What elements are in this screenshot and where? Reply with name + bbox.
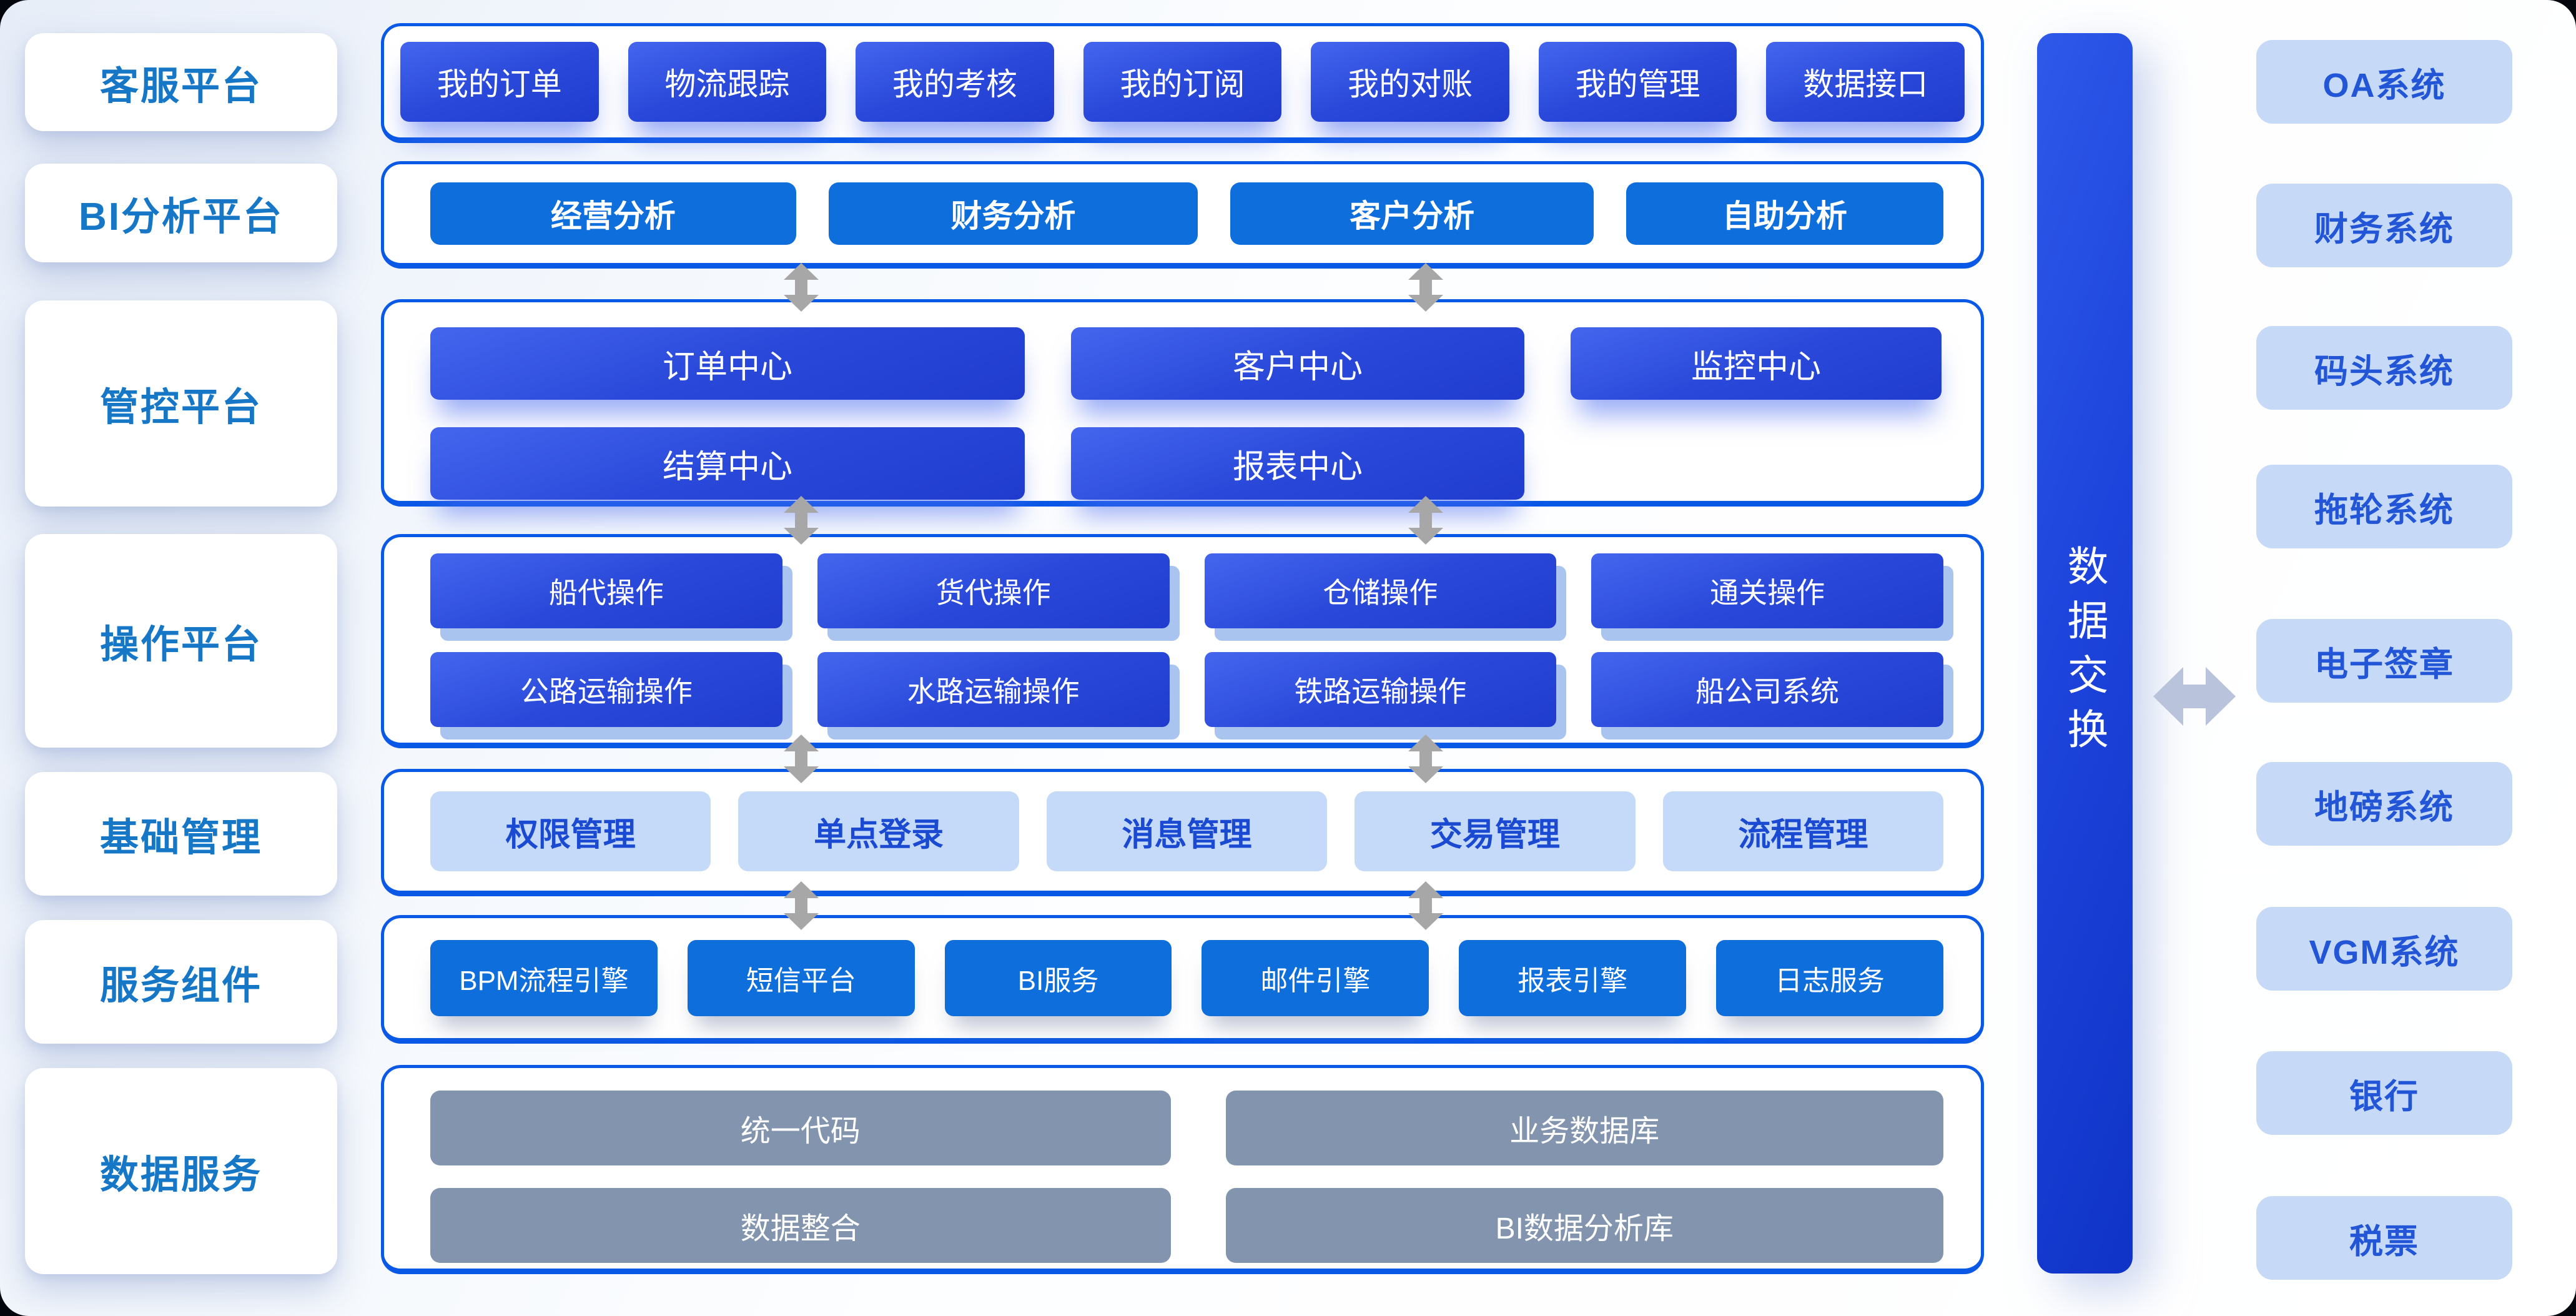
button-settlement-center: 结算中心 — [430, 427, 1025, 500]
sidebar-label: 服务组件 — [99, 964, 262, 1007]
button-my-management: 我的管理 — [1538, 42, 1737, 122]
button-data-interface: 数据接口 — [1766, 42, 1965, 122]
double-vertical-arrow-icon — [784, 496, 819, 545]
sidebar-item-control-platform: 管控平台 — [25, 300, 337, 507]
external-system-weighbridge: 地磅系统 — [2256, 762, 2512, 846]
chip-process-management: 流程管理 — [1662, 791, 1944, 871]
button-bi-analysis-database: BI数据分析库 — [1225, 1188, 1943, 1263]
button-customs-clearance-operation: 通关操作 — [1591, 553, 1943, 628]
button-mail-engine: 邮件引擎 — [1202, 940, 1429, 1016]
sidebar-label: 基础管理 — [99, 816, 262, 859]
button-freight-forwarding-operation: 货代操作 — [817, 553, 1170, 628]
button-financial-analysis: 财务分析 — [828, 182, 1198, 245]
button-monitoring-center: 监控中心 — [1571, 327, 1942, 400]
sidebar-item-bi-analysis-platform: BI分析平台 — [25, 164, 337, 262]
double-vertical-arrow-icon — [1408, 881, 1443, 930]
button-customer-analysis: 客户分析 — [1230, 182, 1594, 245]
double-vertical-arrow-icon — [784, 881, 819, 930]
button-my-subscription: 我的订阅 — [1083, 42, 1282, 122]
sidebar-label: 管控平台 — [99, 386, 262, 429]
external-system-vgm: VGM系统 — [2256, 907, 2512, 991]
data-exchange-bar: 数据交换 — [2037, 33, 2133, 1274]
external-system-label: 税票 — [2349, 1222, 2419, 1260]
external-system-label: 拖轮系统 — [2314, 491, 2454, 529]
external-system-label: VGM系统 — [2309, 933, 2460, 971]
button-business-database: 业务数据库 — [1225, 1091, 1943, 1165]
button-bi-service: BI服务 — [944, 940, 1172, 1016]
button-shipping-company-system: 船公司系统 — [1591, 652, 1943, 727]
sidebar-item-basic-management: 基础管理 — [25, 772, 337, 896]
external-system-label: 电子签章 — [2314, 645, 2454, 683]
chip-single-sign-on: 单点登录 — [738, 791, 1019, 871]
button-my-orders: 我的订单 — [400, 42, 599, 122]
button-bpm-process-engine: BPM流程引擎 — [430, 940, 658, 1016]
sidebar-label: BI分析平台 — [78, 195, 284, 239]
button-order-center: 订单中心 — [430, 327, 1025, 400]
button-logistics-tracking: 物流跟踪 — [628, 42, 827, 122]
button-unified-code: 统一代码 — [430, 1091, 1171, 1165]
external-system-finance: 财务系统 — [2256, 184, 2512, 267]
button-road-transport-operation: 公路运输操作 — [430, 652, 782, 727]
double-vertical-arrow-icon — [1408, 263, 1443, 312]
double-vertical-arrow-icon — [1408, 735, 1443, 783]
sidebar-item-data-services: 数据服务 — [25, 1068, 337, 1274]
button-log-service: 日志服务 — [1716, 940, 1943, 1016]
sidebar-item-operation-platform: 操作平台 — [25, 534, 337, 748]
double-horizontal-arrow-icon — [2153, 667, 2236, 726]
external-system-label: 银行 — [2349, 1077, 2419, 1116]
button-my-assessment: 我的考核 — [856, 42, 1054, 122]
external-system-tax-invoice: 税票 — [2256, 1196, 2512, 1280]
button-report-center: 报表中心 — [1071, 427, 1524, 500]
external-system-bank: 银行 — [2256, 1051, 2512, 1135]
external-system-label: 地磅系统 — [2314, 788, 2454, 826]
panel-service-components: BPM流程引擎 短信平台 BI服务 邮件引擎 报表引擎 日志服务 — [381, 915, 1984, 1044]
panel-customer-service: 我的订单 物流跟踪 我的考核 我的订阅 我的对账 我的管理 数据接口 — [381, 23, 1984, 143]
panel-bi-analysis: 经营分析 财务分析 客户分析 自助分析 — [381, 161, 1984, 269]
panel-data-services: 统一代码 业务数据库 数据整合 BI数据分析库 — [381, 1065, 1984, 1274]
external-system-label: 码头系统 — [2314, 352, 2454, 390]
button-sms-platform: 短信平台 — [687, 940, 915, 1016]
external-system-oa: OA系统 — [2256, 40, 2512, 124]
external-system-terminal: 码头系统 — [2256, 326, 2512, 410]
data-exchange-label: 数据交换 — [2061, 545, 2108, 762]
button-my-reconciliation: 我的对账 — [1311, 42, 1509, 122]
external-system-tugboat: 拖轮系统 — [2256, 465, 2512, 548]
button-water-transport-operation: 水路运输操作 — [817, 652, 1170, 727]
sidebar-label: 操作平台 — [99, 623, 262, 666]
button-data-integration: 数据整合 — [430, 1188, 1171, 1263]
sidebar-item-service-components: 服务组件 — [25, 920, 337, 1044]
button-rail-transport-operation: 铁路运输操作 — [1204, 652, 1557, 727]
chip-permission-management: 权限管理 — [430, 791, 711, 871]
double-vertical-arrow-icon — [1408, 496, 1443, 545]
button-report-engine: 报表引擎 — [1459, 940, 1687, 1016]
external-system-label: 财务系统 — [2314, 210, 2454, 248]
double-vertical-arrow-icon — [784, 735, 819, 783]
external-system-e-signature: 电子签章 — [2256, 619, 2512, 703]
button-warehouse-operation: 仓储操作 — [1204, 553, 1557, 628]
sidebar-label: 数据服务 — [99, 1154, 262, 1197]
button-customer-center: 客户中心 — [1071, 327, 1524, 400]
panel-control-platform: 订单中心 客户中心 监控中心 结算中心 报表中心 — [381, 299, 1984, 507]
external-system-label: OA系统 — [2322, 66, 2446, 104]
double-vertical-arrow-icon — [784, 263, 819, 312]
chip-message-management: 消息管理 — [1046, 791, 1328, 871]
panel-operation-platform: 船代操作 货代操作 仓储操作 通关操作 公路运输操作 水路运输操作 铁路运输操作… — [381, 534, 1984, 748]
button-self-service-analysis: 自助分析 — [1626, 182, 1943, 245]
button-ship-agency-operation: 船代操作 — [430, 553, 782, 628]
panel-basic-management: 权限管理 单点登录 消息管理 交易管理 流程管理 — [381, 769, 1984, 896]
sidebar-label: 客服平台 — [99, 64, 262, 108]
sidebar-item-customer-service-platform: 客服平台 — [25, 33, 337, 131]
button-business-analysis: 经营分析 — [430, 182, 796, 245]
chip-transaction-management: 交易管理 — [1355, 791, 1636, 871]
